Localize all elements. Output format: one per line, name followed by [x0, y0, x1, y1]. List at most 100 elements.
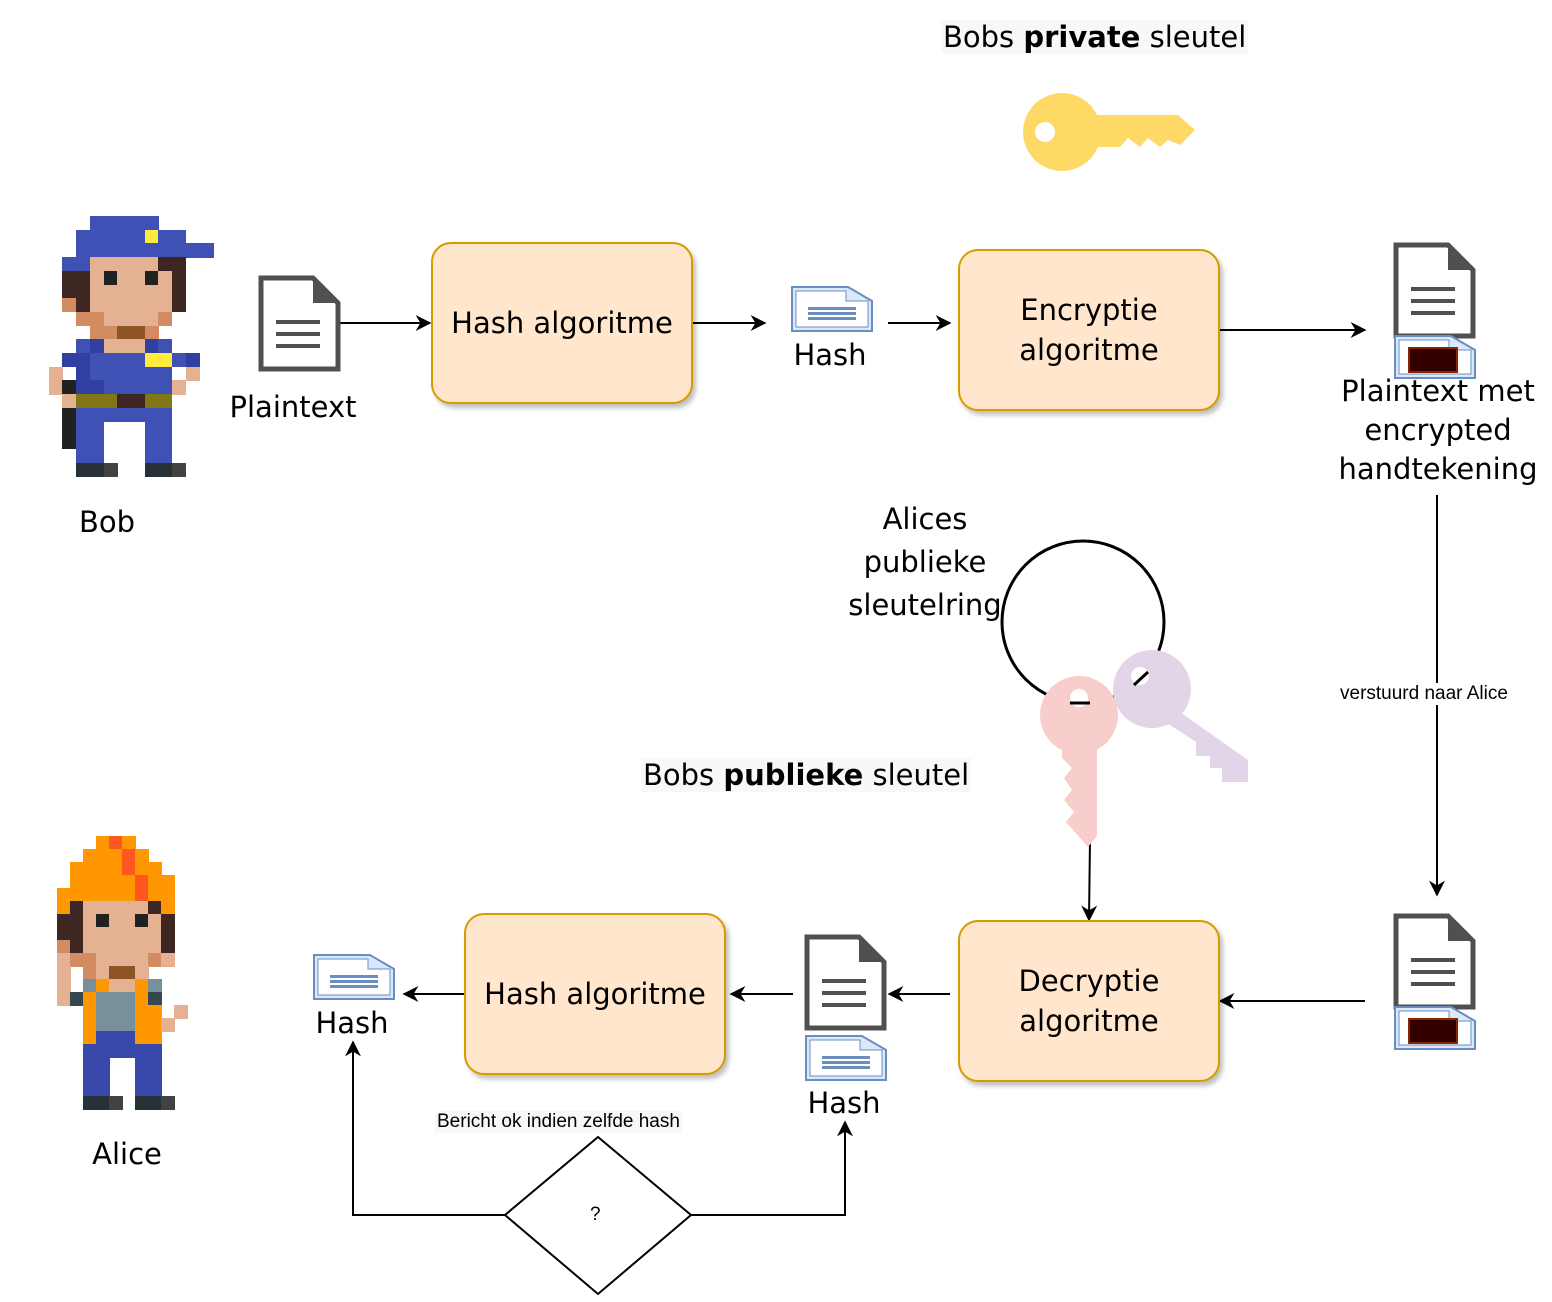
- hash-label-sender: Hash: [793, 338, 867, 372]
- pixel: [135, 927, 149, 941]
- pixel: [130, 407, 146, 422]
- pixel: [89, 339, 104, 354]
- pixel: [109, 927, 123, 941]
- pixel: [117, 407, 132, 422]
- pixel: [70, 875, 84, 889]
- document-icon: [1393, 913, 1476, 1010]
- pixel: [122, 862, 136, 876]
- private-key-label-bold: private: [1023, 20, 1141, 54]
- pixel: [122, 966, 136, 980]
- pixel: [117, 216, 132, 231]
- pixel: [96, 992, 110, 1006]
- pixel: [144, 311, 159, 327]
- pixel: [158, 435, 173, 450]
- pixel: [109, 1044, 123, 1058]
- pixel: [76, 394, 91, 409]
- pixel: [158, 462, 173, 477]
- pixel: [103, 366, 118, 381]
- pixel: [117, 284, 132, 299]
- encryption-algorithm-box: Encryptie algoritme: [958, 249, 1220, 411]
- pixel: [172, 353, 187, 368]
- pixel: [185, 243, 200, 258]
- pixel: [76, 298, 91, 313]
- pixel: [161, 953, 175, 967]
- pixel: [57, 927, 71, 941]
- pixel: [144, 298, 159, 313]
- hash-algorithm-label: Hash algoritme: [451, 306, 673, 340]
- pixel: [144, 394, 159, 409]
- pixel: [144, 435, 159, 450]
- pixel: [135, 1031, 149, 1045]
- pixel: [96, 1070, 110, 1084]
- pixel: [89, 435, 104, 450]
- pixel: [158, 407, 173, 422]
- pixel: [83, 979, 97, 993]
- pixel: [130, 229, 146, 244]
- pixel: [130, 298, 146, 313]
- pixel: [117, 353, 132, 368]
- pixel: [62, 394, 77, 409]
- pixel: [96, 1031, 110, 1045]
- pixel: [76, 270, 91, 285]
- pixel: [103, 394, 118, 409]
- pixel: [48, 366, 63, 381]
- pixel: [103, 216, 118, 231]
- pixel: [83, 901, 97, 915]
- pixel: [144, 216, 159, 231]
- pixel: [83, 1044, 97, 1058]
- pixel: [57, 953, 71, 967]
- pixel: [70, 901, 84, 915]
- pixel: [96, 888, 110, 902]
- pixel: [62, 435, 77, 450]
- public-key-label-prefix: Bobs: [643, 758, 724, 792]
- pixel: [158, 243, 173, 258]
- pixel: [96, 1083, 110, 1097]
- pixel: [96, 1044, 110, 1058]
- pixel: [122, 1044, 136, 1058]
- pixel: [76, 229, 91, 244]
- pixel: [62, 380, 77, 395]
- pixel: [96, 927, 110, 941]
- public-key-label-bold: publieke: [723, 758, 864, 792]
- pixel: [70, 862, 84, 876]
- pixel: [109, 1018, 123, 1032]
- transfer-label: verstuurd naar Alice: [1338, 683, 1510, 705]
- pixel: [161, 914, 175, 928]
- pixel: [135, 901, 149, 915]
- document-icon: [1393, 242, 1476, 339]
- pixel: [148, 992, 162, 1006]
- arrow-compare-left: [345, 1040, 505, 1216]
- pixel: [103, 257, 118, 272]
- pixel: [89, 243, 104, 258]
- pixel: [83, 1070, 97, 1084]
- pixel: [103, 270, 118, 285]
- pixel: [109, 914, 123, 928]
- pixel: [158, 353, 173, 368]
- pixel: [96, 914, 110, 928]
- pixel: [122, 836, 136, 850]
- pixel: [135, 875, 149, 889]
- plaintext-label: Plaintext: [229, 390, 357, 424]
- pixel: [89, 421, 104, 436]
- decrypted-hash-label: Hash: [807, 1086, 881, 1120]
- private-key-label: Bobs private sleutel: [941, 17, 1249, 57]
- pixel: [158, 257, 173, 272]
- pixel: [103, 339, 118, 354]
- encrypted-signature-icon: [1394, 335, 1476, 379]
- pixel: [57, 901, 71, 915]
- pixel: [144, 462, 159, 477]
- pixel: [135, 992, 149, 1006]
- pixel: [109, 992, 123, 1006]
- pixel: [144, 366, 159, 381]
- pixel: [109, 836, 123, 850]
- pixel: [109, 875, 123, 889]
- pixel: [122, 940, 136, 954]
- pixel: [130, 380, 146, 395]
- other-public-key-icon: [1113, 650, 1248, 782]
- encryption-label-line2: algoritme: [1019, 333, 1159, 367]
- pixel: [144, 380, 159, 395]
- pixel: [185, 366, 200, 381]
- pixel: [62, 407, 77, 422]
- pixel: [130, 257, 146, 272]
